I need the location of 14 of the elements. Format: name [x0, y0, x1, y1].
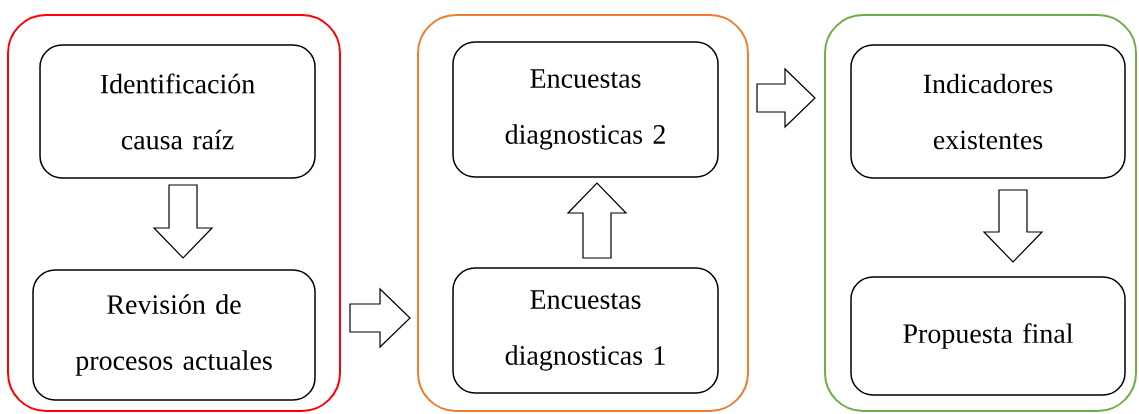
- process-box: Indicadores existentes: [850, 44, 1126, 179]
- block-arrow: [349, 287, 411, 349]
- block-arrow: [566, 182, 628, 259]
- block-arrow: [756, 67, 816, 129]
- process-box: Propuesta final: [850, 276, 1126, 396]
- block-arrow: [152, 184, 214, 259]
- process-box: Encuestas diagnosticas 2: [452, 41, 719, 178]
- group-frame: [7, 14, 341, 412]
- block-arrow: [982, 189, 1044, 263]
- process-box: Identificación causa raíz: [39, 44, 316, 179]
- group-frame: [824, 14, 1137, 412]
- process-box: Revisión de procesos actuales: [32, 269, 316, 401]
- group-frame: [417, 14, 749, 412]
- process-box: Encuestas diagnosticas 1: [452, 267, 719, 394]
